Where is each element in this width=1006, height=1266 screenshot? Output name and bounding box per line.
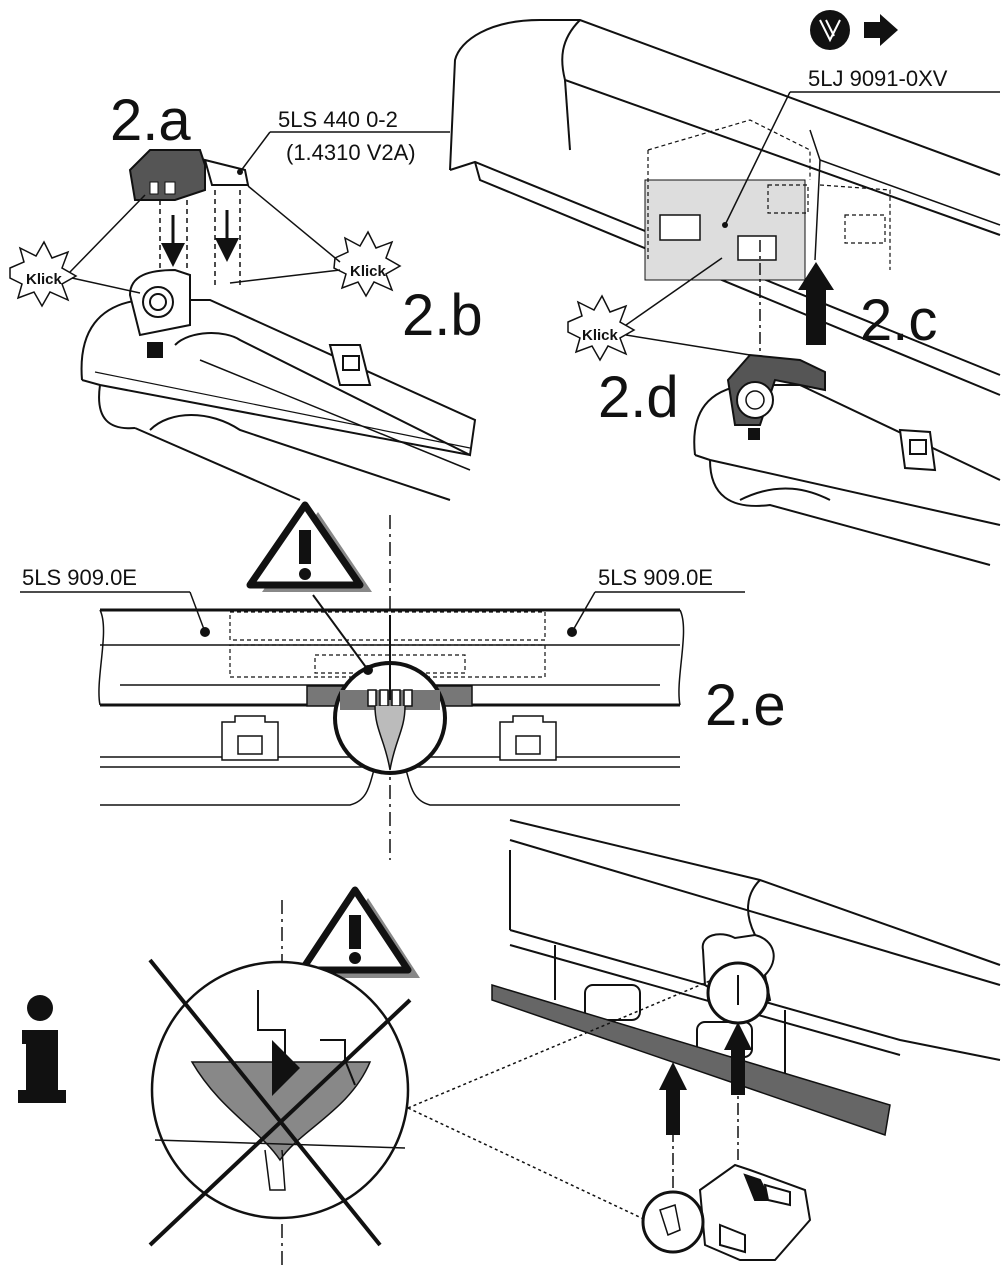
magnifier-2e (333, 615, 447, 775)
klick-burst-2: Klick (229, 185, 402, 298)
clip-code: 5LS 440 0-2 (278, 107, 398, 132)
guide-lines-2a (159, 190, 241, 285)
part-label-housing-right: 5LS 909.0E (567, 565, 745, 637)
up-arrow-2 (724, 1022, 752, 1095)
klick-burst-1: Klick (9, 194, 146, 308)
step-label-2e: 2.e (705, 673, 786, 738)
warning-triangle-icon-2 (298, 886, 420, 978)
panel-2ab (80, 268, 477, 501)
clip-part (128, 149, 250, 201)
klick-label: Klick (26, 271, 63, 288)
arrow-right-icon (864, 14, 898, 46)
step-label-2c: 2.c (860, 288, 937, 353)
manual-icon (810, 10, 850, 50)
step-label-2b: 2.b (402, 283, 483, 348)
dotted-leader-lines (407, 979, 713, 1223)
part-label-housing-left: 5LS 909.0E (20, 565, 210, 637)
cover-code: 5LJ 9091-0XV (808, 66, 948, 91)
housing-code-right: 5LS 909.0E (598, 565, 713, 590)
detail-circle-forbidden (150, 960, 410, 1220)
step-label-2a: 2.a (110, 88, 191, 153)
cross-out-icon (148, 958, 412, 1247)
part-label-cover: 5LJ 9091-0XV (722, 66, 1000, 228)
bottom-luminaire (509, 819, 1001, 1090)
mounting-rail (491, 983, 891, 1136)
clip-part-bottom (698, 1163, 812, 1261)
klick-label: Klick (350, 263, 387, 280)
warning-triangle-icon (246, 501, 372, 592)
step-label-2d: 2.d (598, 365, 679, 430)
clip-material: (1.4310 V2A) (286, 140, 416, 165)
housing-code-left: 5LS 909.0E (22, 565, 137, 590)
klick-burst-3: Klick (567, 257, 751, 362)
up-arrow-2c (798, 262, 834, 345)
part-label-clip: 5LS 440 0-2 (1.4310 V2A) (237, 107, 450, 175)
klick-label: Klick (582, 327, 619, 344)
up-arrow-1 (659, 1062, 687, 1135)
info-icon (18, 995, 66, 1103)
down-arrows-2a (161, 210, 239, 267)
